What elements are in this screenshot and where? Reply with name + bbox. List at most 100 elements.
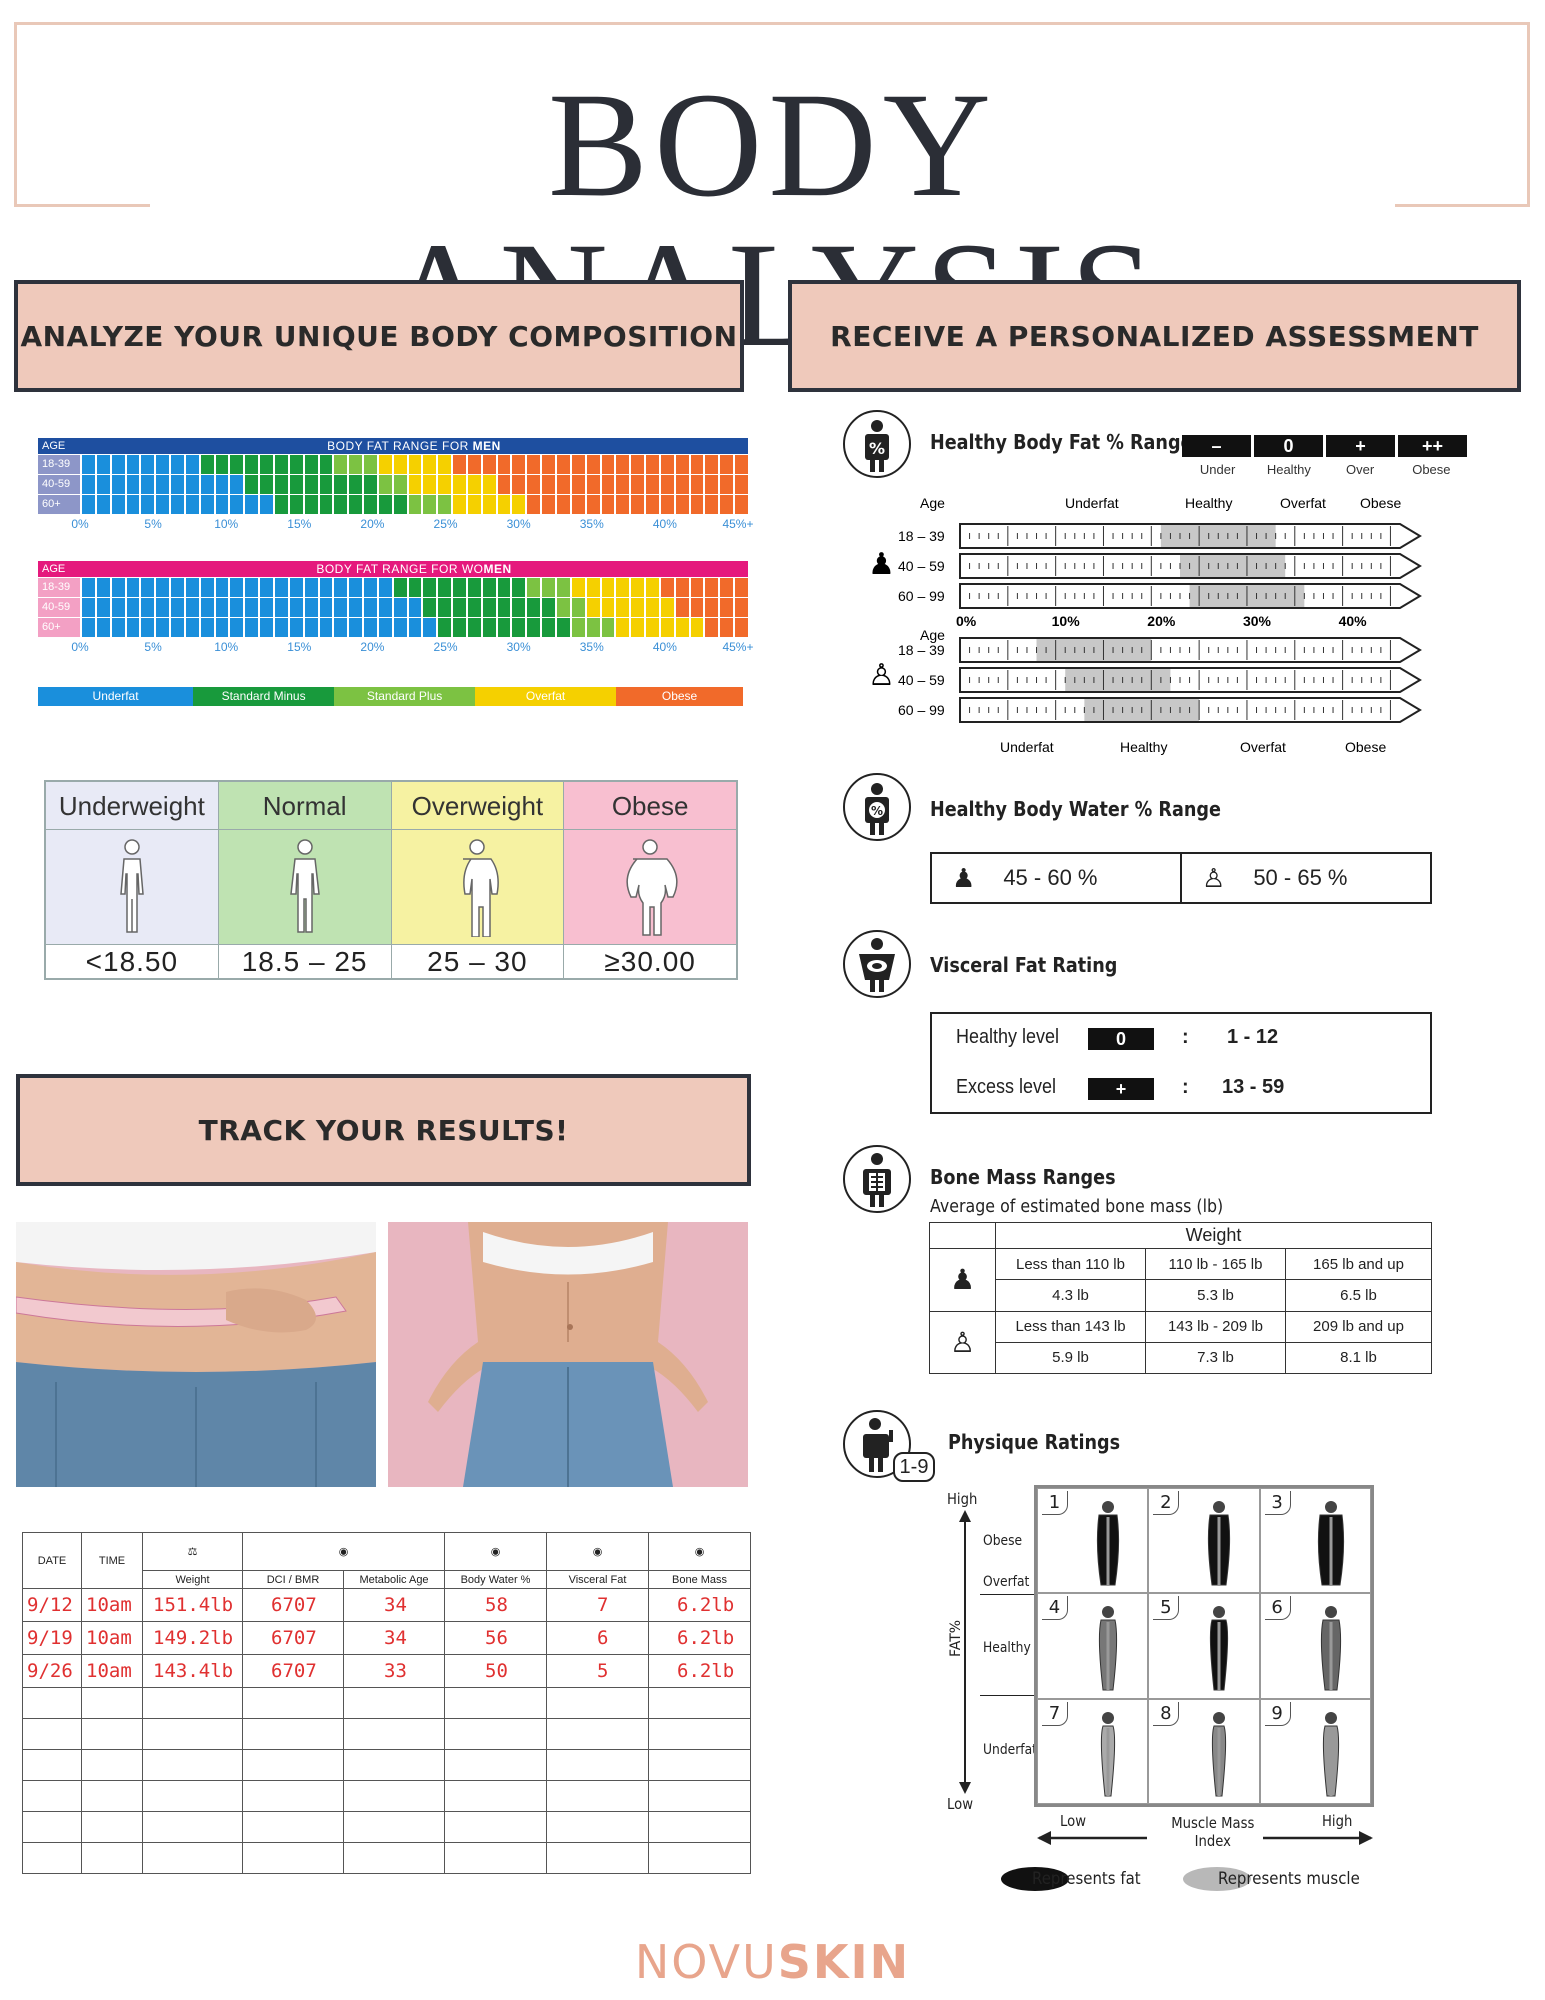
tick-label: 40% xyxy=(652,640,677,654)
body-fat-cell xyxy=(378,495,392,514)
range-label: Overfat xyxy=(1280,495,1326,511)
body-fat-cell xyxy=(334,455,348,474)
y-high: High xyxy=(947,1490,978,1508)
body-fat-cell xyxy=(215,495,229,514)
body-fat-cell xyxy=(438,578,452,597)
body-fat-cell xyxy=(393,578,407,597)
visceral-box: Healthy level 0 : 1 - 12 Excess level + … xyxy=(930,1012,1432,1114)
body-fat-cell xyxy=(467,495,481,514)
tick-label: 20% xyxy=(360,640,385,654)
range-label: Healthy xyxy=(1120,739,1167,755)
tick-label: 5% xyxy=(144,640,162,654)
body-fat-cell xyxy=(274,578,288,597)
range-label: Underfat xyxy=(1065,495,1119,511)
body-water-icon: ◉ xyxy=(490,1546,501,1558)
body-fat-cell xyxy=(512,495,526,514)
body-silhouette-icon xyxy=(1320,1606,1341,1691)
body-fat-cell xyxy=(215,618,229,637)
body-fat-cell xyxy=(660,618,674,637)
body-fat-cell xyxy=(245,495,259,514)
body-fat-cell xyxy=(616,598,630,617)
scale-label: Healthy xyxy=(1266,462,1311,477)
body-fat-cell xyxy=(423,475,437,494)
age-row-label: 60+ xyxy=(38,618,80,637)
table-row: 9/12 10am 151.4lb 6707 34 58 7 6.2lb xyxy=(22,1588,752,1622)
cell: 10am xyxy=(81,1588,143,1622)
level-overfat: Overfat xyxy=(983,1574,1030,1590)
body-fat-cell xyxy=(96,475,110,494)
cell: 110 lb - 165 lb xyxy=(1145,1248,1286,1281)
table-row-empty xyxy=(22,1842,752,1874)
range-label: Healthy xyxy=(1185,495,1232,511)
cell: 151.4lb xyxy=(142,1588,243,1622)
body-figure-icon xyxy=(564,830,736,944)
body-fat-cell xyxy=(586,618,600,637)
body-fat-cell xyxy=(735,618,748,637)
body-fat-cell xyxy=(141,495,155,514)
tick-label: 0% xyxy=(71,517,89,531)
body-fat-cell xyxy=(631,618,645,637)
body-fat-cell xyxy=(571,495,585,514)
body-fat-cell xyxy=(408,618,422,637)
cell: 56 xyxy=(444,1621,548,1655)
body-fat-cell xyxy=(393,495,407,514)
body-fat-cell xyxy=(393,618,407,637)
women-title-bold: MEN xyxy=(483,562,512,576)
body-fat-cell xyxy=(586,475,600,494)
percent-tick: 40% xyxy=(1339,613,1368,629)
legend-obese: Obese xyxy=(616,687,743,706)
age-row-label: 40 – 59 xyxy=(898,672,945,688)
male-icon: ♙ xyxy=(929,1310,996,1375)
physique-icon: 1-9 xyxy=(843,1410,935,1484)
body-fat-ranges-title: Healthy Body Fat % Ranges xyxy=(930,430,1203,454)
body-fat-cell xyxy=(378,618,392,637)
body-fat-cell xyxy=(230,598,244,617)
cell: 10am xyxy=(81,1621,143,1655)
fat-scale-symbols: – 0 + ++ xyxy=(1182,435,1467,457)
water-male-value: 50 - 65 % xyxy=(1253,865,1348,890)
body-fat-cell xyxy=(260,495,273,514)
body-fat-cell xyxy=(660,598,674,617)
body-fat-cell xyxy=(304,598,318,617)
legend-overfat: Overfat xyxy=(475,687,617,706)
water-icon-cell: ◉ xyxy=(444,1532,548,1571)
body-fat-row: 18-39 xyxy=(38,578,748,597)
body-fat-cell xyxy=(557,618,570,637)
metabolic-header: Metabolic Age xyxy=(342,1570,446,1589)
weight-header: Weight xyxy=(994,1221,1433,1250)
body-fat-cell xyxy=(378,578,392,597)
body-fat-cell xyxy=(364,475,377,494)
body-fat-cell xyxy=(126,618,140,637)
cell: 7 xyxy=(546,1588,650,1622)
cell: 9/19 xyxy=(22,1621,82,1655)
body-fat-cell xyxy=(304,618,318,637)
body-fat-cell xyxy=(616,455,630,474)
age-row-label: 40-59 xyxy=(38,475,80,494)
body-fat-cell xyxy=(720,475,734,494)
tick-label: 45%+ xyxy=(722,640,754,654)
tick-label: 25% xyxy=(433,517,458,531)
body-fat-cell xyxy=(646,578,659,597)
body-fat-cell xyxy=(171,495,184,514)
body-fat-cell xyxy=(393,475,407,494)
body-fat-cell xyxy=(319,578,333,597)
body-fat-cell xyxy=(319,598,333,617)
body-fat-cell xyxy=(111,618,125,637)
physique-number: 5 xyxy=(1153,1596,1180,1621)
male-icon: ♙ xyxy=(868,659,895,692)
body-fat-cell xyxy=(497,578,511,597)
body-fat-cell xyxy=(96,618,110,637)
body-fat-cell xyxy=(675,598,689,617)
body-fat-cell xyxy=(289,578,303,597)
dci-icon-cell: ◉ xyxy=(241,1532,446,1571)
body-fat-cell xyxy=(274,455,288,474)
cell: 6.2lb xyxy=(648,1654,752,1688)
logo-part2: SKIN xyxy=(777,1935,911,1989)
men-title-bold: MEN xyxy=(472,439,501,453)
tick-label: 35% xyxy=(579,640,604,654)
body-fat-cell xyxy=(260,598,273,617)
body-fat-cell xyxy=(542,618,556,637)
tick-label: 10% xyxy=(214,517,239,531)
body-fat-cell xyxy=(586,495,600,514)
body-fat-cell xyxy=(349,455,363,474)
